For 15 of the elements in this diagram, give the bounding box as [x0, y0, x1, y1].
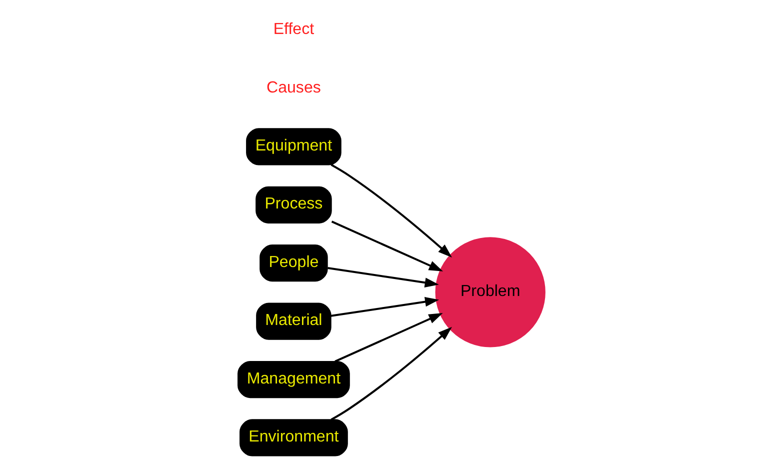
node-box: Management [237, 360, 350, 398]
label: Causes [266, 78, 320, 96]
arrow [330, 164, 452, 258]
label: Effect [272, 20, 314, 38]
arrow [330, 326, 452, 421]
node-box: Equipment [246, 128, 341, 166]
node-box: People [259, 244, 328, 282]
node-box: Environment [239, 419, 348, 456]
arrow [330, 220, 443, 272]
node-box: Material [256, 302, 331, 340]
arrow [330, 296, 439, 317]
node-box: Process [255, 186, 332, 224]
node-circle: Problem [434, 237, 545, 348]
arrow [327, 267, 438, 288]
arrow [334, 313, 442, 362]
